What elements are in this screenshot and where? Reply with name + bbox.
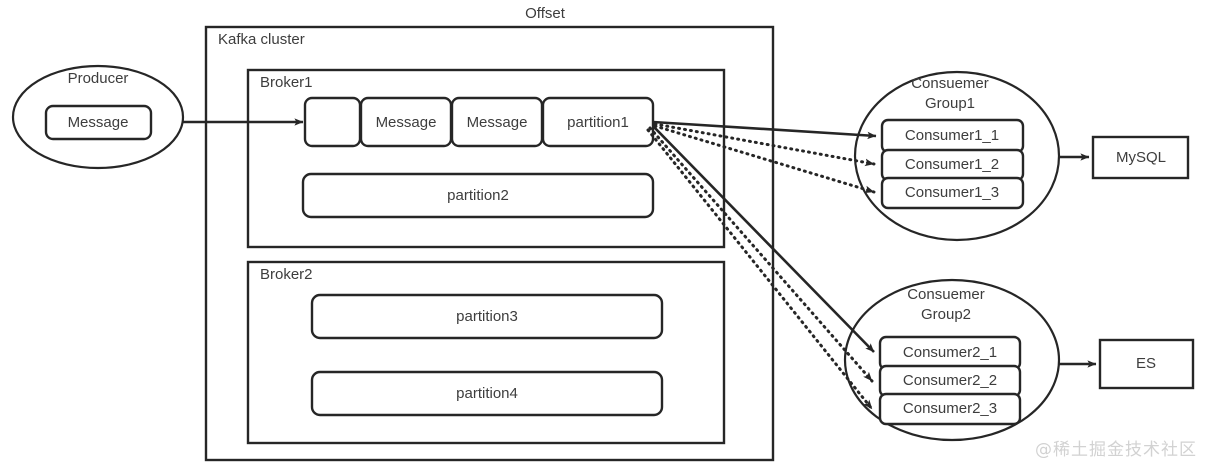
producer-message-label: Message <box>68 114 129 131</box>
partition4-label: partition4 <box>456 385 518 402</box>
producer-label: Producer <box>68 70 129 87</box>
es-label: ES <box>1136 355 1156 372</box>
edge-partition1-to-consumer2-2 <box>648 126 874 383</box>
watermark: @稀土掘金技术社区 <box>1035 440 1197 460</box>
consumer1-3-label: Consumer1_3 <box>905 184 999 201</box>
consumer-group2-label-line2: Group2 <box>921 306 971 323</box>
edge-partition1-to-consumer1-2 <box>653 122 876 167</box>
es-box[interactable] <box>1098 338 1195 390</box>
partition3-box[interactable] <box>310 293 664 340</box>
consumer-group1-label-line1: Consuemer <box>911 75 989 92</box>
broker1-label: Broker1 <box>260 74 313 91</box>
consumer1-1-label: Consumer1_1 <box>905 127 999 144</box>
broker2-label: Broker2 <box>260 266 313 283</box>
partition3-label: partition3 <box>456 308 518 325</box>
broker1-box <box>246 68 726 249</box>
kafka-cluster-label: Kafka cluster <box>218 31 305 48</box>
consumer2-3-box[interactable] <box>878 392 1022 426</box>
mysql-box[interactable] <box>1091 135 1190 180</box>
consumer1-3-box[interactable] <box>880 176 1025 210</box>
partition1-cell-message-2-label: Message <box>467 114 528 131</box>
consumer2-1-label: Consumer2_1 <box>903 344 997 361</box>
partition1-cell-message-1-label: Message <box>376 114 437 131</box>
producer-message-box[interactable] <box>44 104 153 141</box>
partition2-label: partition2 <box>447 187 509 204</box>
offset-label: Offset <box>525 5 566 22</box>
mysql-label: MySQL <box>1116 149 1166 166</box>
consumer-group2-ellipse[interactable] <box>843 278 1061 442</box>
edge-partition1-to-consumer1-1 <box>652 120 877 140</box>
edge-partition1-to-consumer1-3 <box>653 124 876 194</box>
consumer2-3-label: Consumer2_3 <box>903 400 997 417</box>
partition2-box[interactable] <box>301 172 655 219</box>
consumer-group2-label-line1: Consuemer <box>907 286 985 303</box>
partition4-box[interactable] <box>310 370 664 417</box>
edge-partition1-to-consumer2-3 <box>646 128 874 411</box>
consumer1-2-label: Consumer1_2 <box>905 156 999 173</box>
partition1-label: partition1 <box>567 114 629 131</box>
consumer-group1-label-line2: Group1 <box>925 95 975 112</box>
partition1-cell-empty[interactable] <box>303 96 362 148</box>
edge-partition1-to-consumer2-1 <box>652 125 875 353</box>
consumer2-2-label: Consumer2_2 <box>903 372 997 389</box>
producer-ellipse[interactable] <box>11 64 185 170</box>
